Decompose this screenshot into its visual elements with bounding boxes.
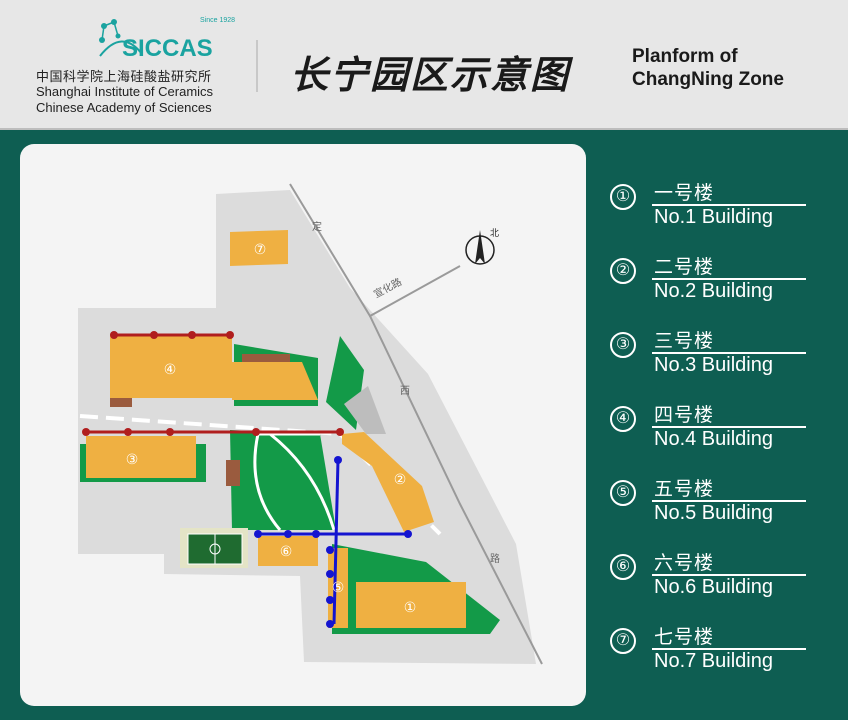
legend-cn-3: 三号楼 — [654, 330, 715, 352]
legend-cn-1: 一号楼 — [654, 182, 715, 204]
legend-item-4: ④ 四号楼 No.4 Building — [606, 400, 806, 460]
red-waypoint — [336, 428, 344, 436]
legend-item-3: ③ 三号楼 No.3 Building — [606, 326, 806, 386]
building-4-annex — [232, 362, 318, 400]
legend-cn-6: 六号楼 — [654, 552, 715, 574]
legend-en-5: No.5 Building — [654, 502, 773, 524]
legend-item-5: ⑤ 五号楼 No.5 Building — [606, 474, 806, 534]
building-label-1: ① — [404, 600, 417, 616]
road-label-lu: 路 — [490, 552, 500, 565]
red-waypoint — [166, 428, 174, 436]
legend-cn-7: 七号楼 — [654, 626, 715, 648]
grey-plaza — [344, 386, 386, 434]
legend-underline — [652, 574, 806, 576]
legend-underline — [652, 278, 806, 280]
road-xi-edge — [369, 315, 543, 665]
building-1 — [356, 582, 466, 628]
siccas-logo: SICCAS — [99, 19, 213, 60]
legend-cn-4: 四号楼 — [654, 404, 715, 426]
building-label-2: ② — [394, 472, 407, 488]
building-4-base — [110, 398, 132, 407]
legend-en-3: No.3 Building — [654, 354, 773, 376]
legend-cn-5: 五号楼 — [654, 478, 715, 500]
blue-path-vertical — [332, 459, 340, 625]
header-bar: SICCAS Since 1928 中国科学院上海硅酸盐研究所 Shanghai… — [0, 0, 848, 130]
blue-waypoint — [312, 530, 320, 538]
org-name-cn: 中国科学院上海硅酸盐研究所 — [36, 70, 212, 85]
legend-underline — [652, 204, 806, 206]
garden-paths — [253, 432, 336, 531]
legend-num-7: ⑦ — [610, 628, 636, 654]
red-waypoint — [124, 428, 132, 436]
legend-underline — [652, 500, 806, 502]
header-divider — [256, 40, 258, 92]
blue-waypoint — [254, 530, 262, 538]
road-label-xi: 西 — [400, 386, 410, 397]
legend-num-5: ⑤ — [610, 480, 636, 506]
campus-map: ① ② ③ ④ ⑤ ⑥ ⑦ 定 宣化路 西 路 北 — [20, 144, 586, 706]
legend-en-7: No.7 Building — [654, 650, 773, 672]
road-label-ding: 定 — [312, 220, 322, 233]
legend-underline — [652, 352, 806, 354]
legend-cn-2: 二号楼 — [654, 256, 715, 278]
org-name-en-line1: Shanghai Institute of Ceramics — [36, 84, 214, 99]
legend-num-4: ④ — [610, 406, 636, 432]
red-waypoint — [188, 331, 196, 339]
legend-num-6: ⑥ — [610, 554, 636, 580]
building-4-roof — [242, 354, 290, 362]
building-label-3: ③ — [126, 452, 139, 468]
building-label-7: ⑦ — [254, 242, 267, 258]
red-waypoint — [150, 331, 158, 339]
legend-en-2: No.2 Building — [654, 280, 773, 302]
legend-en-4: No.4 Building — [654, 428, 773, 450]
red-waypoint — [252, 428, 260, 436]
red-waypoint — [110, 331, 118, 339]
legend-num-1: ① — [610, 184, 636, 210]
building-2 — [342, 432, 434, 532]
page-title-cn: 长宁园区示意图 — [290, 53, 571, 97]
red-waypoint — [82, 428, 90, 436]
blue-waypoint — [404, 530, 412, 538]
court-center-circle — [209, 543, 221, 555]
legend-num-2: ② — [610, 258, 636, 284]
building-label-4: ④ — [164, 362, 177, 378]
building-7 — [230, 230, 288, 266]
blue-waypoint — [326, 596, 334, 604]
building-3 — [86, 436, 196, 478]
building-brown-strip — [226, 460, 240, 486]
building-6 — [258, 536, 318, 566]
campus-ground — [78, 190, 536, 664]
legend-item-1: ① 一号楼 No.1 Building — [606, 178, 806, 238]
page-title-en-line1: Planform of — [632, 46, 738, 67]
blue-waypoint — [326, 620, 334, 628]
blue-waypoint — [284, 530, 292, 538]
legend-item-6: ⑥ 六号楼 No.6 Building — [606, 548, 806, 608]
red-waypoint — [226, 331, 234, 339]
legend-item-2: ② 二号楼 No.2 Building — [606, 252, 806, 312]
legend-item-7: ⑦ 七号楼 No.7 Building — [606, 622, 806, 682]
blue-waypoint — [326, 546, 334, 554]
north-label: 北 — [490, 228, 499, 239]
building-4 — [110, 334, 232, 398]
page-title-en-line2: ChangNing Zone — [632, 69, 784, 90]
building-label-5: ⑤ — [332, 580, 345, 596]
legend-underline — [652, 648, 806, 650]
legend-en-1: No.1 Building — [654, 206, 773, 228]
org-name-en-line2: Chinese Academy of Sciences — [36, 100, 212, 115]
legend-num-3: ③ — [610, 332, 636, 358]
north-arrow-icon — [475, 230, 485, 264]
blue-waypoint — [334, 456, 342, 464]
road-label-xuanhua: 宣化路 — [371, 275, 404, 301]
building-label-6: ⑥ — [280, 544, 293, 560]
since-label: Since 1928 — [200, 17, 236, 24]
logo-wordmark: SICCAS — [122, 35, 213, 60]
legend-underline — [652, 426, 806, 428]
map-canvas: ① ② ③ ④ ⑤ ⑥ ⑦ 定 宣化路 西 路 北 — [78, 183, 543, 665]
legend-en-6: No.6 Building — [654, 576, 773, 598]
blue-waypoint — [326, 570, 334, 578]
